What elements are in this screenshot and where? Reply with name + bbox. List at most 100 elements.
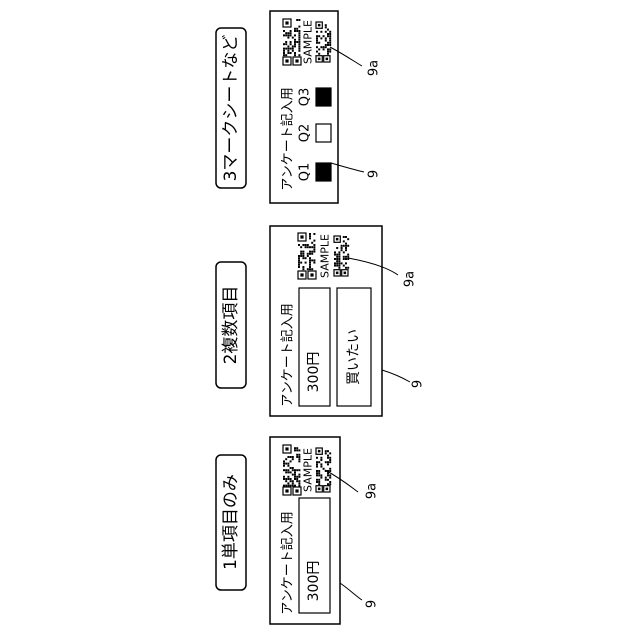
qr-module xyxy=(298,244,300,246)
qr-module xyxy=(285,41,287,43)
mark-box-q2 xyxy=(316,124,331,142)
qr-module xyxy=(320,31,322,33)
qr-module xyxy=(292,474,294,476)
qr-module xyxy=(283,460,285,462)
qr-module xyxy=(327,483,329,485)
qr-module xyxy=(285,485,287,487)
qr-module xyxy=(298,50,300,52)
qr-module xyxy=(341,245,343,247)
qr-module xyxy=(309,246,311,248)
qr-module xyxy=(294,449,296,451)
qr-module xyxy=(325,461,327,463)
panel-single-item: 1単項目のみ アンケート記入用 300円 SAMPLE 9a 9 xyxy=(216,437,380,624)
qr-module xyxy=(341,262,343,264)
qr-module xyxy=(290,480,292,482)
qr-module xyxy=(313,233,315,235)
qr-module xyxy=(283,476,285,478)
qr-module xyxy=(309,235,311,237)
qr-module xyxy=(320,46,322,48)
qr-module xyxy=(294,469,296,471)
qr-module xyxy=(329,477,331,479)
qr-module xyxy=(298,266,300,268)
qr-module xyxy=(294,476,296,478)
qr-module xyxy=(287,476,289,478)
qr-module xyxy=(345,249,347,251)
qr-module xyxy=(300,246,302,248)
qr-module xyxy=(287,34,289,36)
qr-module xyxy=(341,249,343,251)
qr-module xyxy=(294,52,296,54)
qr-module xyxy=(285,469,287,471)
qr-module xyxy=(296,30,298,32)
panel-heading: 2複数項目 xyxy=(221,286,241,365)
qr-module xyxy=(343,245,345,247)
qr-module xyxy=(316,461,318,463)
qr-module xyxy=(343,240,345,242)
qr-module xyxy=(329,470,331,472)
qr-module xyxy=(287,37,289,39)
qr-module xyxy=(323,48,325,50)
qr-module xyxy=(327,450,329,452)
qr-module xyxy=(325,40,327,42)
qr-module xyxy=(329,35,331,37)
form-title: アンケート記入用 xyxy=(280,303,296,406)
qr-module xyxy=(298,41,300,43)
qr-module xyxy=(313,240,315,242)
qr-module xyxy=(311,268,313,270)
qr-module xyxy=(298,458,300,460)
qr-module xyxy=(290,467,292,469)
qr-module xyxy=(283,465,285,467)
qr-module xyxy=(316,457,318,459)
qr-module xyxy=(283,48,285,50)
qr-module xyxy=(334,254,336,256)
qr-module xyxy=(325,44,327,46)
qr-module xyxy=(298,45,300,47)
qr-module xyxy=(338,267,340,269)
qr-module xyxy=(334,265,336,267)
qr-module xyxy=(347,256,349,258)
qr-module xyxy=(311,246,313,248)
qr-module xyxy=(329,40,331,42)
form-title: アンケート記入用 xyxy=(280,511,296,614)
qr-module xyxy=(329,459,331,461)
qr-module xyxy=(285,471,287,473)
qr-code-secondary xyxy=(334,236,349,276)
qr-module xyxy=(329,452,331,454)
qr-module xyxy=(320,477,322,479)
qr-module xyxy=(296,456,298,458)
qr-module xyxy=(287,45,289,47)
qr-module xyxy=(305,262,307,264)
qr-module xyxy=(287,465,289,467)
panel-heading: 1単項目のみ xyxy=(221,474,241,570)
qr-module xyxy=(285,43,287,45)
qr-module xyxy=(327,479,329,481)
reference-label-9: 9 xyxy=(365,600,380,608)
qr-module xyxy=(327,48,329,50)
qr-code xyxy=(298,233,316,279)
qr-module xyxy=(296,476,298,478)
qr-module xyxy=(287,471,289,473)
qr-module xyxy=(336,256,338,258)
qr-module xyxy=(329,48,331,50)
panel-multiple-items: 2複数項目 アンケート記入用 300円 買いたい SAMPLE 9a 9 xyxy=(216,226,426,416)
qr-module xyxy=(316,463,318,465)
mark-label-q3: Q3 xyxy=(298,88,313,107)
qr-module xyxy=(336,265,338,267)
qr-module xyxy=(309,268,311,270)
qr-module xyxy=(329,468,331,470)
qr-module xyxy=(292,469,294,471)
qr-module xyxy=(292,48,294,50)
answer-field-1-text: 300円 xyxy=(306,352,322,393)
qr-module xyxy=(294,34,296,36)
qr-module xyxy=(329,461,331,463)
qr-module xyxy=(309,233,311,235)
qr-module xyxy=(298,54,300,56)
qr-module xyxy=(298,480,300,482)
qr-module xyxy=(285,54,287,56)
qr-module xyxy=(325,24,327,26)
qr-module xyxy=(285,32,287,34)
mark-box-q1 xyxy=(316,163,331,181)
qr-module xyxy=(320,463,322,465)
qr-module xyxy=(320,37,322,39)
